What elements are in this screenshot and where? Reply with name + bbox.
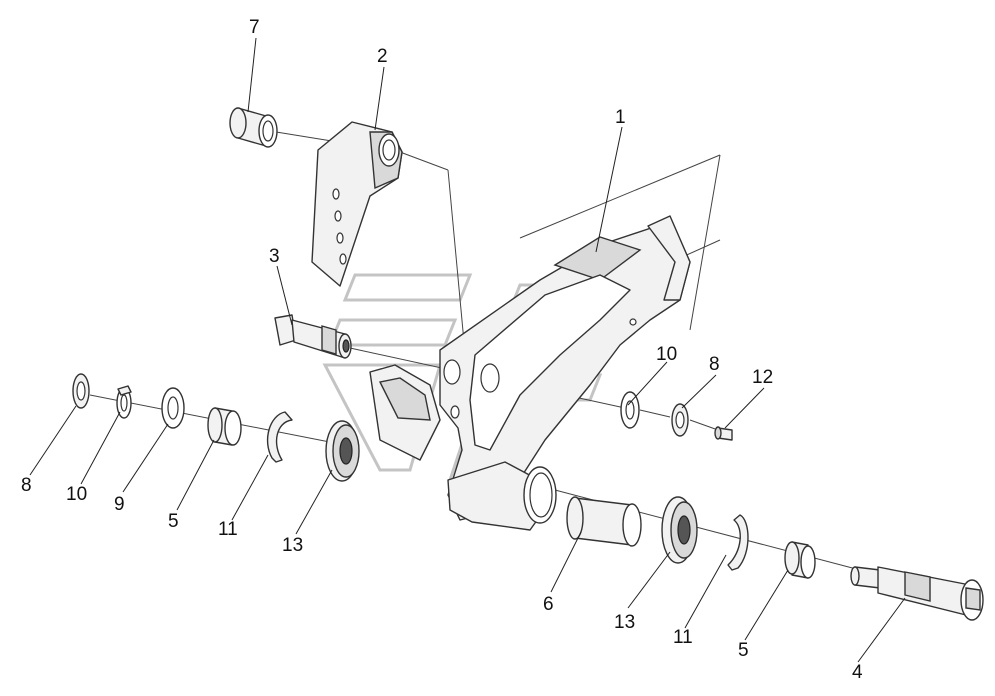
part-10-washer-left	[116, 385, 132, 419]
callouts: 1 2 3 7 8 10 9 5 11 13 10 8 12 6 13 11 5…	[21, 17, 863, 683]
part-13-bearing-right	[661, 496, 698, 564]
callout-11-left: 11	[218, 519, 238, 540]
callout-9: 9	[114, 494, 125, 515]
part-9-washer	[161, 387, 185, 429]
callout-12: 12	[752, 367, 773, 388]
part-11-snap-ring-left	[267, 411, 293, 463]
part-3-bolt	[274, 314, 352, 359]
callout-4: 4	[852, 662, 863, 683]
callout-6: 6	[543, 594, 554, 615]
part-13-bearing-left	[325, 420, 360, 482]
callout-10-right: 10	[656, 344, 677, 365]
callout-1: 1	[615, 107, 626, 128]
part-2-bracket-plate	[311, 121, 403, 287]
callout-10-left: 10	[66, 484, 87, 505]
callout-11-right: 11	[673, 627, 693, 648]
part-7-bushing	[229, 107, 278, 148]
callout-3: 3	[269, 246, 280, 267]
part-8-nut-right	[671, 403, 689, 437]
callout-8-left: 8	[21, 475, 32, 496]
callout-5-right: 5	[738, 640, 749, 661]
callout-8-right: 8	[709, 354, 720, 375]
part-6-sleeve	[566, 496, 642, 547]
callout-13-left: 13	[282, 535, 303, 556]
part-8-nut-left	[72, 373, 90, 409]
leader-lines	[29, 37, 906, 663]
part-5-bushing-right	[784, 541, 816, 579]
part-11-snap-ring-right	[727, 514, 749, 571]
part-1-main-arm	[369, 215, 691, 531]
callout-2: 2	[377, 46, 388, 67]
callout-5-left: 5	[168, 511, 179, 532]
part-10-washer-right	[620, 391, 640, 429]
callout-7: 7	[249, 17, 260, 38]
part-12-grease-fitting	[714, 426, 733, 441]
part-5-bushing-left	[207, 407, 242, 446]
callout-13-right: 13	[614, 612, 635, 633]
part-4-pin	[850, 566, 984, 621]
